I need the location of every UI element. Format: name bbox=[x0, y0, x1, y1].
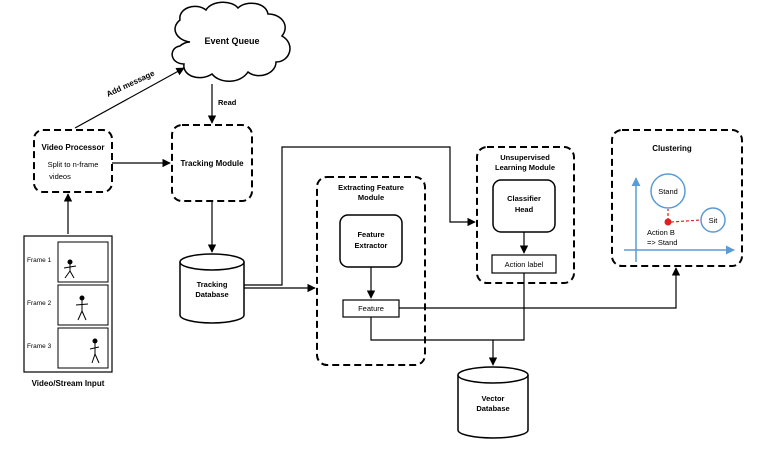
stick-figure-1 bbox=[63, 259, 77, 279]
stand-cluster bbox=[650, 173, 686, 209]
stick-figure-3 bbox=[89, 338, 100, 364]
action-b-line1: Action B bbox=[647, 228, 675, 237]
feature-extractor-line1: Feature bbox=[357, 230, 384, 239]
edges bbox=[63, 67, 681, 366]
video-processor-node: Video Processor Split to n-frame videos bbox=[33, 129, 113, 193]
video-processor-box bbox=[33, 129, 113, 193]
stick-figure-2 bbox=[75, 295, 89, 321]
tracking-database-line2: Database bbox=[195, 290, 228, 299]
frame-2-label: Frame 2 bbox=[27, 300, 52, 307]
extracting-feature-title-1: Extracting Feature bbox=[338, 183, 404, 192]
vector-database-node: Vector Database bbox=[457, 366, 529, 439]
cloud-shape bbox=[171, 1, 291, 82]
frame-1-box bbox=[57, 241, 109, 283]
tracking-database-cylinder bbox=[179, 262, 245, 324]
frame-2-box bbox=[57, 284, 109, 326]
clustering-title: Clustering bbox=[652, 144, 692, 153]
video-processor-subtitle-1: Split to n-frame bbox=[48, 160, 99, 169]
sit-label: Sit bbox=[709, 216, 719, 225]
unsupervised-title-1: Unsupervised bbox=[500, 153, 550, 162]
video-input-caption: Video/Stream Input bbox=[32, 379, 105, 388]
event-queue-label: Event Queue bbox=[204, 36, 259, 46]
edge-action-to-vectordb bbox=[493, 273, 525, 341]
tracking-module-node: Tracking Module bbox=[171, 124, 253, 202]
extracting-feature-title-2: Module bbox=[358, 193, 384, 202]
unsupervised-learning-module: Unsupervised Learning Module Classifier … bbox=[476, 146, 575, 284]
edge-feature-to-vectordb bbox=[370, 317, 498, 366]
tracking-database-node: Tracking Database bbox=[179, 253, 245, 324]
tracking-database-line1: Tracking bbox=[197, 280, 228, 289]
frame-3-box bbox=[57, 327, 109, 369]
video-processor-subtitle-2: videos bbox=[49, 172, 71, 181]
classifier-head-line1: Classifier bbox=[507, 194, 541, 203]
event-queue-node: Event Queue bbox=[171, 1, 291, 82]
stand-label: Stand bbox=[658, 187, 678, 196]
clustering-node: Clustering Stand Sit Action B => Stand bbox=[611, 129, 743, 267]
vector-database-line2: Database bbox=[476, 404, 509, 413]
vector-database-top bbox=[457, 366, 529, 384]
frame-3-label: Frame 3 bbox=[27, 343, 52, 350]
feature-label: Feature bbox=[358, 304, 384, 313]
edge-label-add-message: Add message bbox=[105, 68, 156, 98]
vector-database-cylinder bbox=[457, 375, 529, 439]
vector-database-line1: Vector bbox=[482, 394, 505, 403]
video-processor-title: Video Processor bbox=[42, 143, 105, 152]
point-to-sit-line bbox=[670, 219, 702, 223]
edge-label-read: Read bbox=[218, 98, 237, 107]
edge-feature-to-clustering bbox=[399, 267, 681, 309]
unsupervised-title-2: Learning Module bbox=[495, 163, 555, 172]
tracking-database-top bbox=[179, 253, 245, 271]
video-input-node: Frame 1 Frame 2 Frame 3 Video/Stream Inp… bbox=[23, 235, 113, 388]
edge-processor-to-queue bbox=[74, 67, 185, 129]
classifier-head-line2: Head bbox=[515, 205, 534, 214]
edge-db-to-unsupervised bbox=[244, 146, 476, 286]
action-b-point bbox=[664, 218, 672, 226]
frame-1-label: Frame 1 bbox=[27, 257, 52, 264]
action-b-line2: => Stand bbox=[647, 238, 677, 247]
action-label-text: Action label bbox=[505, 260, 544, 269]
tracking-module-label: Tracking Module bbox=[180, 159, 244, 168]
feature-extractor-line2: Extractor bbox=[355, 241, 388, 250]
